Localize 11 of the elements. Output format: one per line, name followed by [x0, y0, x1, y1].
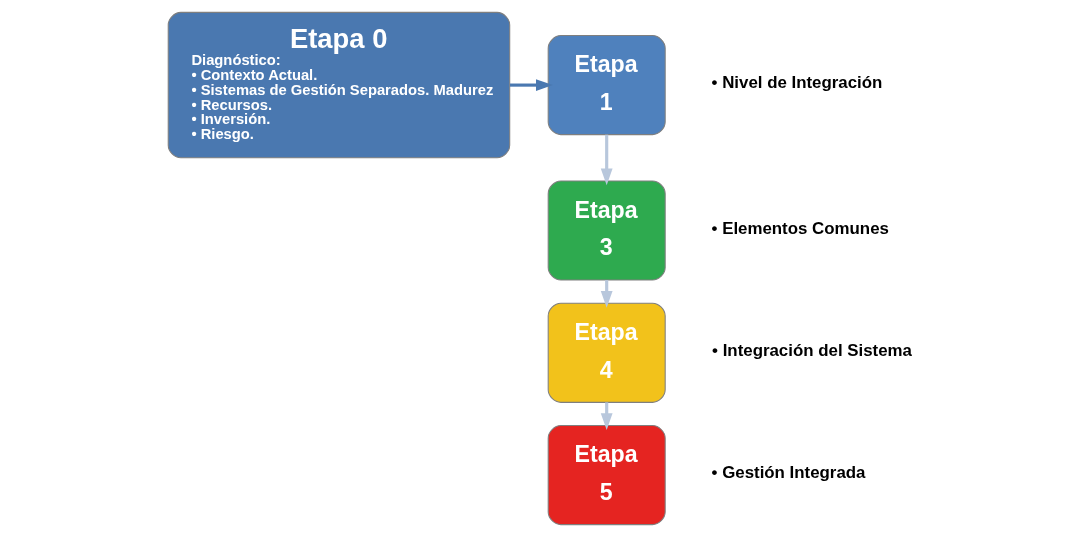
node-label: • Nivel de Integración — [711, 73, 882, 93]
node-label: • Elementos Comunes — [711, 218, 889, 238]
node-label: • Integración del Sistema — [711, 340, 912, 360]
node-box: Etapa 5 — [547, 425, 666, 526]
node-label: • Gestión Integrada — [711, 463, 865, 483]
arrow — [509, 79, 553, 91]
node-box: Etapa 3 — [547, 180, 666, 281]
node-box: Etapa 1 — [547, 35, 666, 136]
arrow — [600, 134, 613, 186]
node-box: Etapa 0 Diagnóstico: • Contexto Actual. • Sistemas de Gestión Separados. Madurez • Recursos. • Inversión. • Riesgo. — [167, 11, 510, 159]
node-box: Etapa 4 — [547, 302, 666, 403]
